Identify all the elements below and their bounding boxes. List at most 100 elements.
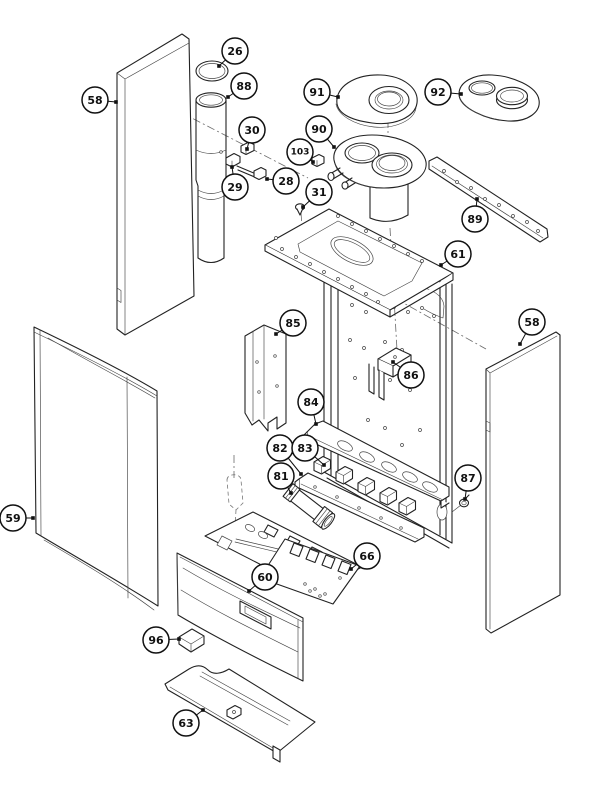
baffle-plate: [259, 538, 361, 605]
flue-cover-plate: [458, 74, 540, 122]
leader-end-marker: [217, 64, 221, 68]
balloon-circle[interactable]: [424, 78, 452, 106]
left-side-panel: [116, 33, 195, 336]
balloon-circle[interactable]: [286, 138, 314, 166]
callout-89[interactable]: 89: [461, 197, 489, 233]
flue-collector: [327, 134, 427, 222]
leader-end-marker: [463, 497, 467, 501]
leader-end-marker: [226, 95, 230, 99]
bottom-tray: [164, 665, 316, 763]
balloon-circle[interactable]: [305, 178, 333, 206]
fitting-103: [311, 153, 325, 168]
balloon-circle[interactable]: [444, 240, 472, 268]
callout-88[interactable]: 88: [226, 72, 258, 100]
callout-103[interactable]: 103: [286, 138, 315, 166]
callout-59[interactable]: 59: [0, 504, 35, 532]
leader-end-marker: [245, 147, 249, 151]
callout-61[interactable]: 61: [439, 240, 472, 268]
balloon-circle[interactable]: [238, 116, 266, 144]
balloon-number: 84: [303, 396, 319, 409]
leader-end-marker: [311, 160, 315, 164]
balloon-circle[interactable]: [221, 173, 249, 201]
balloon-circle[interactable]: [81, 86, 109, 114]
balloon-number: 83: [297, 442, 312, 455]
leader-end-marker: [265, 177, 269, 181]
side-bracket: [244, 324, 287, 432]
leader-end-marker: [314, 422, 318, 426]
balloon-circle[interactable]: [305, 115, 333, 143]
leader-end-marker: [114, 100, 118, 104]
balloon-circle[interactable]: [267, 462, 295, 490]
bolt-28: [236, 165, 267, 181]
leader-end-marker: [322, 463, 326, 467]
balloon-number: 66: [359, 550, 375, 563]
callout-60[interactable]: 60: [247, 563, 279, 593]
callout-86[interactable]: 86: [391, 360, 425, 389]
callout-58-left[interactable]: 58: [81, 86, 118, 114]
leader-end-marker: [201, 708, 205, 712]
balloon-circle[interactable]: [221, 37, 249, 65]
right-side-panel: [485, 331, 561, 634]
front-panel: [33, 326, 159, 611]
balloon-number: 90: [311, 123, 327, 136]
callout-29[interactable]: 29: [221, 165, 249, 201]
leader-end-marker: [177, 637, 181, 641]
leader-end-marker: [391, 360, 395, 364]
callout-81[interactable]: 81: [267, 462, 295, 495]
callout-83[interactable]: 83: [291, 434, 326, 467]
balloon-circle[interactable]: [297, 388, 325, 416]
callout-58-right[interactable]: 58: [518, 308, 546, 346]
callout-90[interactable]: 90: [305, 115, 336, 149]
clamp-bracket: [368, 347, 412, 401]
balloon-number: 58: [524, 316, 539, 329]
flue-pipe: [195, 92, 227, 264]
balloon-number: 58: [87, 94, 102, 107]
leader-end-marker: [274, 332, 278, 336]
balloon-circle[interactable]: [461, 205, 489, 233]
callout-96[interactable]: 96: [142, 626, 181, 654]
balloon-circle[interactable]: [272, 167, 300, 195]
callout-84[interactable]: 84: [297, 388, 325, 426]
callout-30[interactable]: 30: [238, 116, 266, 151]
callout-28[interactable]: 28: [265, 167, 300, 195]
balloon-circle[interactable]: [230, 72, 258, 100]
callout-63[interactable]: 63: [172, 708, 205, 737]
mounting-rail: [428, 156, 549, 243]
balloon-number: 103: [291, 148, 310, 158]
balloon-number: 89: [467, 213, 482, 226]
callout-26[interactable]: 26: [217, 37, 249, 68]
callout-66[interactable]: 66: [349, 542, 381, 571]
balloon-number: 26: [227, 45, 243, 58]
flue-seal-ring: [195, 60, 229, 82]
balloon-number: 88: [236, 80, 251, 93]
balloon-circle[interactable]: [251, 563, 279, 591]
balloon-circle[interactable]: [353, 542, 381, 570]
balloon-circle[interactable]: [0, 504, 27, 532]
balloon-number: 61: [450, 248, 465, 261]
callout-91[interactable]: 91: [303, 78, 340, 106]
callout-85[interactable]: 85: [274, 309, 307, 337]
leader-end-marker: [332, 145, 336, 149]
balloon-circle[interactable]: [279, 309, 307, 337]
flue-hood: [335, 74, 418, 128]
balloon-circle[interactable]: [291, 434, 319, 462]
callout-87[interactable]: 87: [454, 464, 482, 501]
balloon-number: 30: [244, 124, 260, 137]
callout-92[interactable]: 92: [424, 78, 463, 106]
leader-end-marker: [459, 92, 463, 96]
leader-end-marker: [247, 589, 251, 593]
balloon-circle[interactable]: [172, 709, 200, 737]
balloon-circle[interactable]: [303, 78, 331, 106]
balloon-circle[interactable]: [397, 361, 425, 389]
leader-end-marker: [31, 516, 35, 520]
callout-31[interactable]: 31: [301, 178, 333, 209]
balloon-circle[interactable]: [518, 308, 546, 336]
balloon-number: 91: [309, 86, 324, 99]
balloon-number: 96: [148, 634, 164, 647]
leader-end-marker: [336, 95, 340, 99]
balloon-number: 86: [403, 369, 419, 382]
balloon-circle[interactable]: [454, 464, 482, 492]
balloon-number: 92: [430, 86, 445, 99]
balloon-circle[interactable]: [142, 626, 170, 654]
